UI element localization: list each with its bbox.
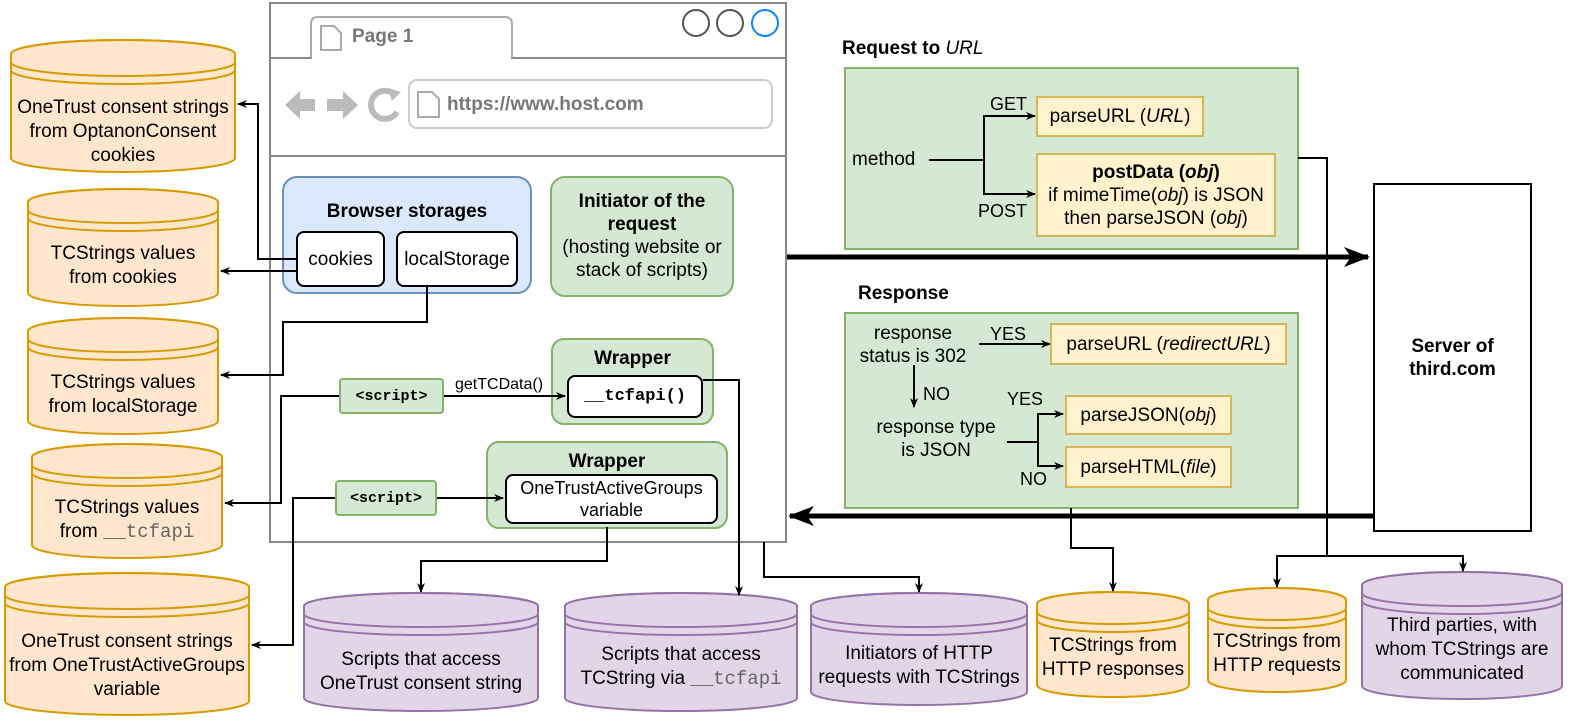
cylinder-tcstrings-tcfapi	[31, 443, 223, 559]
no-label-json: NO	[1020, 469, 1047, 489]
cookies-box: cookies	[296, 231, 385, 287]
cylinder-third-parties	[1361, 571, 1563, 700]
window-control-icon[interactable]	[716, 9, 744, 37]
initiator-text: Initiator of the request (hosting websit…	[555, 190, 729, 282]
page-icon	[320, 25, 342, 51]
refresh-icon	[368, 87, 400, 122]
back-arrow-icon	[285, 91, 315, 119]
onetrust-variable-line1: OneTrustActiveGroups	[520, 478, 703, 498]
wrapper2-title: Wrapper	[568, 451, 646, 472]
connectors	[220, 100, 1467, 649]
initiator-subtitle: (hosting website or stack of scripts)	[562, 237, 722, 281]
storages-title: Browser storages	[326, 201, 488, 222]
cylinder-onetrust-cookies	[10, 39, 236, 173]
window-control-icon[interactable]	[682, 9, 710, 37]
url-bar	[408, 79, 773, 129]
initiator-title: Initiator of the request	[578, 191, 706, 235]
no-label-302: NO	[923, 384, 950, 404]
cylinder-initiators	[810, 592, 1028, 706]
script-tag-tcfapi: <script>	[339, 378, 444, 414]
method-label: method	[852, 149, 916, 170]
parse-redirect-box: parseURL (redirectURL)	[1050, 323, 1287, 365]
page-icon	[417, 91, 440, 118]
url-text[interactable]: https://www.host.com	[447, 94, 644, 115]
yes-label-302: YES	[990, 324, 1027, 344]
tcstrings-tcfapi-text: TCStrings values from __tcfapi	[54, 497, 200, 543]
onetrust-variable-box: OneTrustActiveGroups variable	[505, 474, 718, 524]
cylinder-tcstrings-localstorage	[27, 317, 219, 435]
onetrust-variable-line2: variable	[579, 500, 644, 520]
parse-url-box: parseURL (URL)	[1036, 96, 1204, 137]
window-control-icon[interactable]	[751, 9, 779, 37]
response-heading: Response	[858, 283, 949, 304]
get-label: GET	[990, 94, 1028, 114]
cylinder-scripts-onetrust	[303, 592, 539, 712]
server-box	[1373, 183, 1532, 532]
yes-label-json: YES	[1007, 389, 1044, 409]
cylinder-tcstrings-requests	[1207, 587, 1347, 693]
post-label: POST	[978, 201, 1028, 221]
localstorage-box: localStorage	[396, 231, 518, 287]
cylinder-tcstrings-cookies	[27, 188, 219, 307]
post-data-box: postData (obj) if mimeTime(obj) is JSON …	[1036, 153, 1276, 237]
script-tag-onetrust: <script>	[335, 480, 437, 516]
cylinder-tcstrings-responses	[1036, 591, 1190, 698]
initiator-box	[550, 176, 734, 297]
bottom-cylinders	[303, 571, 1563, 712]
parse-html-box: parseHTML(file)	[1065, 446, 1232, 488]
request-heading: Request to URL	[842, 38, 984, 59]
cylinder-scripts-tcfapi	[564, 592, 798, 712]
gettcdata-label: getTCData()	[455, 376, 544, 393]
parse-json-box: parseJSON(obj)	[1065, 395, 1232, 435]
forward-arrow-icon	[327, 91, 358, 119]
scripts-tcfapi-text: Scripts that access TCString via __tcfap…	[580, 644, 782, 690]
tab-label[interactable]: Page 1	[352, 26, 414, 47]
cylinder-onetrust-activegroups	[4, 572, 250, 716]
tcfapi-function-box: __tcfapi()	[567, 375, 703, 418]
wrapper1-title: Wrapper	[594, 348, 671, 369]
left-cylinders	[4, 39, 250, 716]
